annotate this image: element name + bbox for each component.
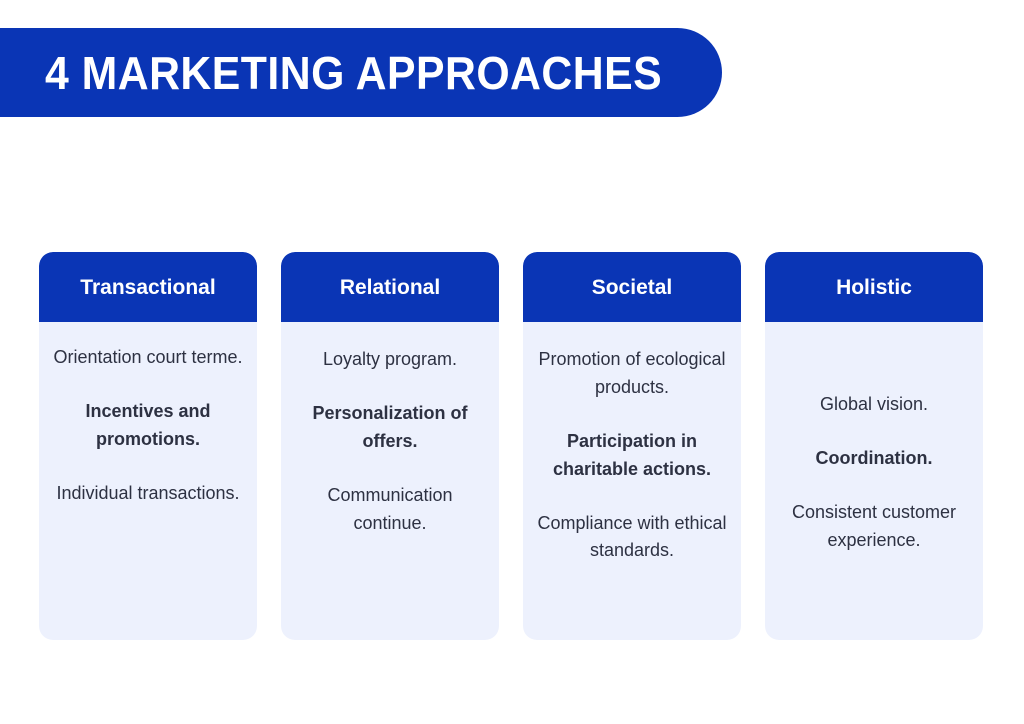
card-paragraph: Promotion of ecological products. — [538, 349, 726, 397]
card-paragraph: Individual transactions. — [56, 482, 240, 503]
card-body: Global vision. Coordination. Consistent … — [765, 322, 983, 640]
title-banner: 4 MARKETING APPROACHES — [0, 28, 722, 117]
card-title: Holistic — [836, 275, 912, 299]
card-header: Relational — [281, 252, 499, 322]
card-paragraph-emphasis: Personalization of offers. — [312, 402, 468, 451]
card-title: Societal — [591, 275, 673, 299]
card-title: Relational — [339, 275, 441, 299]
card-paragraph: Loyalty program. — [322, 349, 458, 369]
card-header: Transactional — [39, 252, 257, 322]
card-paragraph: Global vision. — [819, 394, 929, 415]
card-paragraph: Communication continue. — [327, 484, 453, 533]
card-header: Societal — [523, 252, 741, 322]
page-title: 4 MARKETING APPROACHES — [45, 46, 663, 99]
approach-cards-row: Transactional Orientation court terme. I… — [39, 252, 986, 642]
card-body: Promotion of ecological products. Partic… — [523, 322, 741, 640]
card-header: Holistic — [765, 252, 983, 322]
approach-card-holistic: Holistic Global vision. Coordination. Co… — [765, 252, 983, 640]
approach-card-relational: Relational Loyalty program. Personalizat… — [281, 252, 499, 640]
card-paragraph-emphasis: Incentives and promotions. — [85, 400, 211, 449]
card-title: Transactional — [80, 275, 216, 299]
card-paragraph-emphasis: Coordination. — [815, 448, 933, 469]
approach-card-transactional: Transactional Orientation court terme. I… — [39, 252, 257, 640]
card-paragraph: Consistent customer experience. — [791, 502, 957, 550]
card-body: Loyalty program. Personalization of offe… — [281, 322, 499, 640]
card-paragraph-emphasis: Participation in charitable actions. — [552, 430, 712, 479]
card-paragraph: Compliance with ethical standards. — [537, 512, 727, 561]
card-paragraph: Orientation court terme. — [53, 347, 243, 367]
approach-card-societal: Societal Promotion of ecological product… — [523, 252, 741, 640]
card-body: Orientation court terme. Incentives and … — [39, 322, 257, 640]
